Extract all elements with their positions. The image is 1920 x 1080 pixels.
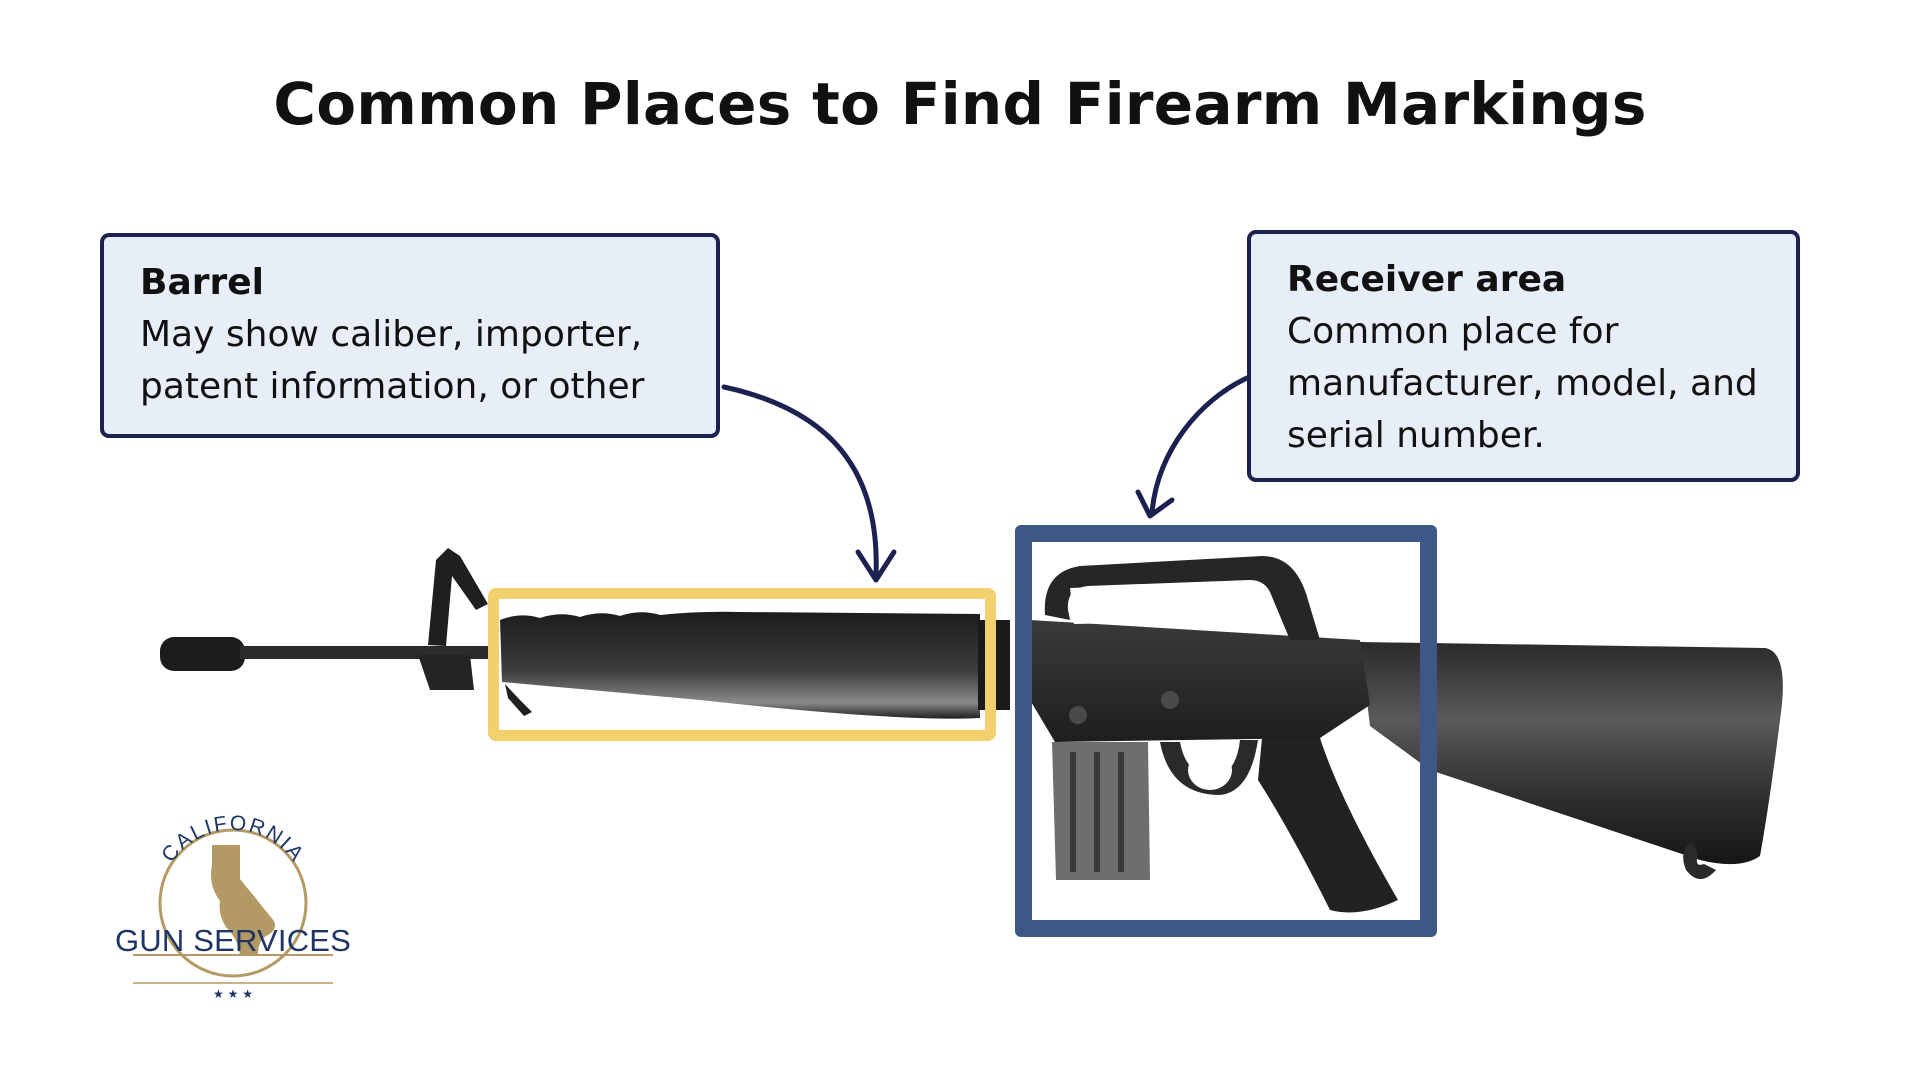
receiver-arrow — [1152, 378, 1247, 512]
california-gun-services-logo: CALIFORNIA ★ ★ ★ GUN SERVICES — [108, 805, 358, 1000]
barrel-arrow — [724, 387, 876, 575]
muzzle-device — [160, 637, 245, 671]
logo-stars: ★ ★ ★ — [213, 987, 253, 1000]
front-sight — [428, 548, 488, 646]
barrel-highlight-box — [488, 588, 996, 741]
logo-emblem: CALIFORNIA ★ ★ ★ — [108, 805, 358, 1000]
receiver-highlight-box — [1015, 525, 1437, 937]
logo-brand-text: GUN SERVICES — [108, 923, 358, 959]
